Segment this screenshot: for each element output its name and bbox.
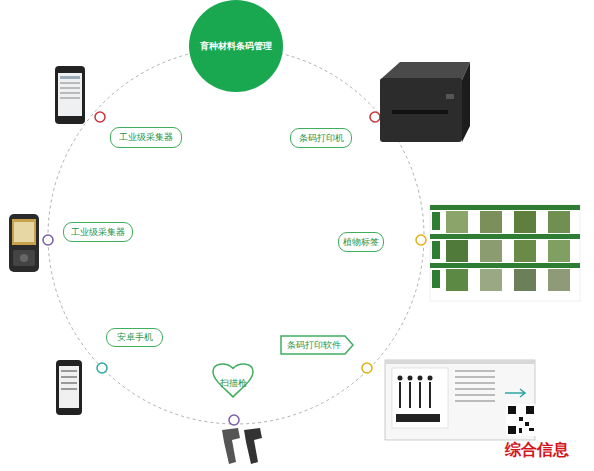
- device-pill: 安卓手机: [106, 328, 163, 347]
- watermark: 综合信息: [505, 440, 569, 461]
- circle-path: [189, 0, 283, 92]
- phone-picture: [55, 66, 85, 124]
- ring-marker: [95, 112, 105, 122]
- plant-label-photos: [430, 205, 580, 301]
- node-text: 植物标签: [343, 238, 379, 247]
- handheld-collector-picture: [9, 214, 39, 272]
- arrow-tag: 条码打印软件: [280, 335, 354, 355]
- node-text: 工业级采集器: [71, 228, 125, 237]
- device-pill: 工业级采集器: [110, 127, 182, 148]
- barcode-printer-picture: [380, 62, 470, 142]
- pentagon-path: [281, 336, 353, 354]
- ring-marker: [416, 235, 426, 245]
- scanner-gun-picture: [222, 428, 262, 464]
- title-circle: 育种材料条码管理: [189, 0, 283, 92]
- device-pill: 工业级采集器: [63, 222, 133, 242]
- dashed-ring: [48, 48, 424, 424]
- node-text: 育种材料条码管理: [200, 42, 272, 51]
- heart-tag: 扫描枪: [212, 360, 254, 398]
- qr-code: [506, 404, 536, 436]
- node-text: 条码打印软件: [287, 341, 341, 350]
- node-text: 安卓手机: [117, 333, 153, 342]
- node-text: 工业级采集器: [119, 133, 173, 142]
- ring-marker: [97, 363, 107, 373]
- software-screenshot: [385, 360, 535, 440]
- ring-marker: [229, 415, 239, 425]
- phone-picture: [56, 360, 82, 415]
- device-pill: 条码打印机: [290, 128, 352, 148]
- node-text: 扫描枪: [220, 379, 247, 388]
- node-text: 条码打印机: [299, 134, 344, 143]
- ring-marker: [370, 112, 380, 122]
- ring-marker: [362, 363, 372, 373]
- ring-marker: [43, 235, 53, 245]
- device-pill: 植物标签: [338, 232, 384, 252]
- heart-path: [213, 364, 253, 397]
